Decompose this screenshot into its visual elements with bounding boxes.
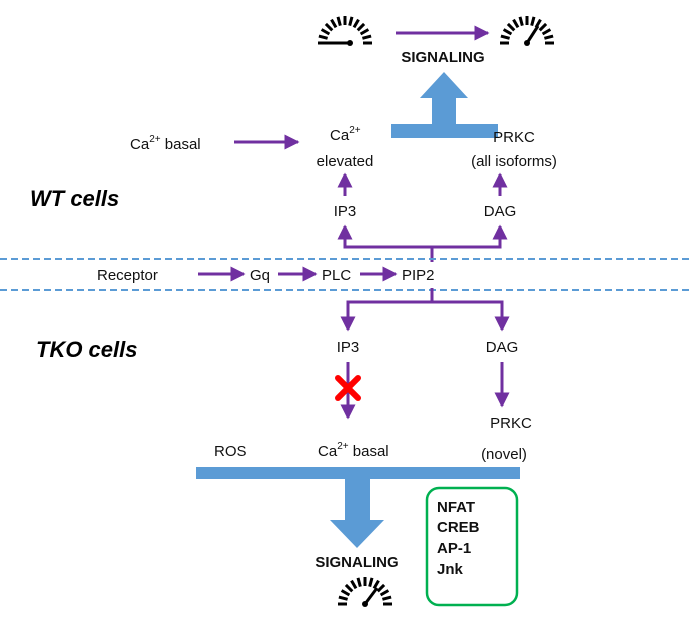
wt-prkc: PRKC [493, 129, 535, 146]
target-ap1: AP-1 [437, 540, 471, 557]
gauge-tick [500, 34, 511, 40]
gauge-tick [538, 22, 548, 32]
gauge-tick [359, 28, 370, 36]
wt-ca-basal: Ca2+ basal [130, 134, 201, 153]
gauge-tick [372, 579, 380, 590]
gauge-tick [338, 595, 349, 601]
gauge-hub [524, 40, 530, 46]
receptor-label: Receptor [97, 267, 158, 284]
gauge-tick [320, 28, 331, 36]
speedometer-high-icon [500, 16, 554, 45]
gauge-tick [330, 18, 338, 29]
tko-signaling-label: SIGNALING [315, 554, 398, 571]
wt-signaling-block-arrow [420, 72, 468, 126]
gauge-tick [518, 16, 524, 27]
tko-dag: DAG [486, 339, 519, 356]
gauge-tick [356, 577, 362, 588]
gauge-tick [502, 28, 513, 36]
gauge-high-top [500, 16, 554, 46]
gauge-tick [352, 18, 360, 29]
wt-ip3: IP3 [334, 203, 357, 220]
gauge-hub [362, 601, 368, 607]
gauge-tick [381, 595, 392, 601]
tko-signaling-block-arrow [330, 477, 384, 548]
wt-dag: DAG [484, 203, 517, 220]
gauge-tick [361, 34, 372, 40]
wt-prkc-isoforms: (all isoforms) [471, 153, 557, 170]
target-jnk: Jnk [437, 561, 464, 578]
gauge-low-top [318, 16, 372, 46]
wt-signaling-label: SIGNALING [401, 49, 484, 66]
red-x-icon [335, 375, 361, 401]
tko-cells-heading: TKO cells [36, 337, 137, 362]
gauge-tick [344, 583, 354, 593]
gauge-tick [318, 34, 329, 40]
gauge-tick [350, 579, 358, 590]
tko-signaling-bar [196, 467, 520, 479]
plc-label: PLC [322, 267, 351, 284]
gauge-tick [324, 22, 334, 32]
gauge-tick [376, 583, 386, 593]
tko-ros: ROS [214, 443, 247, 460]
gauge-tick [543, 34, 554, 40]
speedometer-low-icon [318, 16, 372, 45]
gauge-tick [506, 22, 516, 32]
tko-prkc: PRKC [490, 415, 532, 432]
tko-prkc-novel: (novel) [481, 446, 527, 463]
gauge-tick [512, 18, 520, 29]
gauge-tick [356, 22, 366, 32]
gauge-needle [525, 25, 540, 44]
arrow-pip2-to-ip3-tko [340, 288, 434, 332]
arrow-pip2-to-ip3-wt [337, 224, 434, 262]
gauge-tick [368, 577, 374, 588]
tko-ca-basal: Ca2+ basal [318, 441, 389, 460]
gauge-tick [379, 589, 390, 597]
wt-signaling-bar [391, 124, 498, 138]
gauge-tick [336, 16, 342, 27]
arrow-pip2-to-dag-wt [432, 224, 508, 249]
pip2-label: PIP2 [402, 267, 435, 284]
tko-ip3: IP3 [337, 339, 360, 356]
wt-ca-elevated: Ca2+ [330, 125, 361, 144]
gauge-tick [340, 589, 351, 597]
wt-cells-heading: WT cells [30, 186, 119, 211]
gauge-tick [530, 16, 536, 27]
speedometer-icon [338, 577, 392, 606]
target-creb: CREB [437, 519, 480, 536]
target-nfat: NFAT [437, 499, 475, 516]
targets-box [425, 486, 519, 607]
arrow-pip2-to-dag-tko [432, 300, 510, 332]
gauge-hub [347, 40, 353, 46]
wt-ca-elevated-line2: elevated [317, 153, 374, 170]
gauge-tick [348, 16, 354, 27]
gq-label: Gq [250, 267, 270, 284]
gauge-tick [541, 28, 552, 36]
gauge-bottom [338, 577, 392, 607]
gauge-needle [363, 587, 379, 605]
